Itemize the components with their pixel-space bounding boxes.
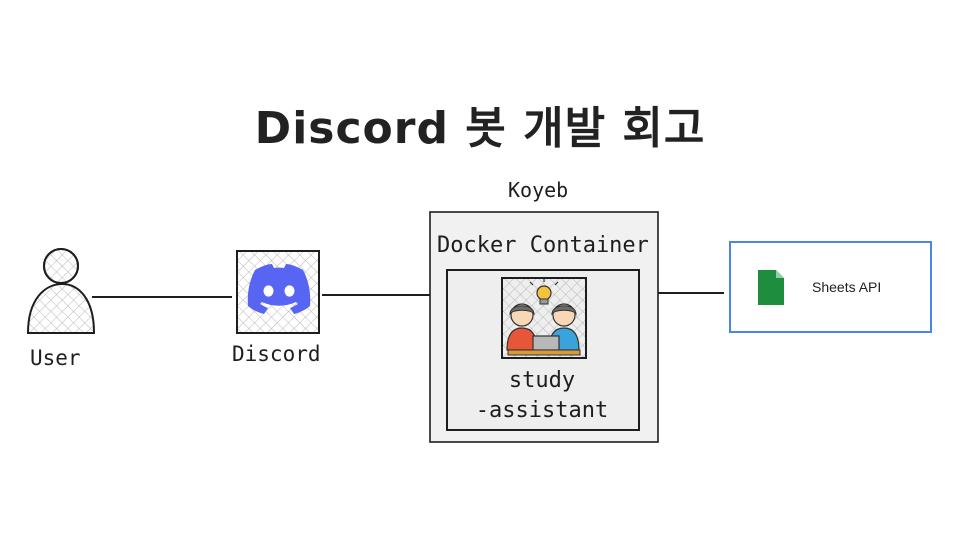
koyeb-label: Koyeb (508, 178, 569, 202)
discord-label: Discord (232, 342, 321, 366)
study-label-line2: -assistant (475, 398, 609, 423)
sheets-api-card (729, 241, 932, 333)
user-icon (26, 248, 96, 334)
docker-container-label: Docker Container (437, 233, 649, 258)
study-assistant-icon (501, 277, 587, 359)
user-label: User (30, 346, 81, 370)
sheets-api-label: Sheets API (812, 279, 882, 295)
sheets-icon (758, 270, 784, 305)
study-label-line1: study (508, 368, 576, 393)
discord-icon (236, 250, 320, 334)
page-title: Discord 봇 개발 회고 (254, 103, 706, 154)
study-assistant-label: study -assistant (452, 366, 632, 426)
